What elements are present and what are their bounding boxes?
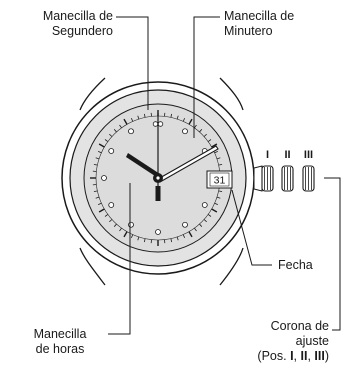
leader-date — [231, 189, 272, 266]
minute-tick — [119, 227, 122, 232]
crown-position-1 — [253, 165, 274, 192]
minute-tick — [98, 208, 105, 213]
second-hand — [155, 113, 161, 201]
minute-tick — [130, 118, 134, 122]
minute-tick — [188, 231, 193, 238]
hour-marker — [101, 175, 107, 181]
minute-tick — [137, 115, 140, 120]
minute-tick — [98, 202, 102, 206]
minute-tick — [199, 129, 203, 133]
minute-tick — [137, 236, 140, 241]
minute-tick — [109, 133, 113, 137]
leader-minute-hand — [193, 16, 220, 138]
label-hour-hand: Manecilla de horas — [33, 327, 87, 356]
minute-tick — [95, 196, 100, 199]
minute-tick — [98, 143, 105, 148]
minute-tick — [170, 238, 173, 243]
minute-tick — [194, 227, 197, 232]
minute-tick — [214, 202, 218, 206]
leader-crown — [324, 177, 341, 331]
minute-tick — [216, 196, 221, 199]
crown-marker-2: II — [284, 149, 290, 161]
minute-tick — [98, 150, 102, 154]
minute-tick — [113, 223, 117, 227]
crown-positions-text: (Pos. I, II, III) — [257, 349, 329, 363]
hour-marker — [108, 202, 115, 208]
hour-hand — [126, 153, 160, 178]
date-value: 31 — [214, 175, 226, 187]
label-crown: Corona de ajuste (Pos. I, II, III) — [257, 319, 329, 363]
leader-lines — [108, 16, 341, 335]
minute-tick — [104, 214, 109, 217]
leader-hour-hand — [108, 183, 131, 335]
minute-tick — [207, 214, 212, 217]
minute-tick — [216, 157, 221, 160]
minute-tick — [199, 223, 203, 227]
minute-tick — [188, 118, 193, 125]
label-minute-hand: Manecilla de Minutero — [224, 9, 295, 38]
minute-tick — [182, 118, 186, 122]
hour-marker — [155, 229, 161, 235]
label-second-hand: Manecilla de Segundero — [42, 9, 113, 38]
minute-tick — [211, 143, 218, 148]
minute-tick — [123, 118, 128, 125]
minute-tick — [176, 236, 179, 241]
crown-position-3 — [302, 165, 315, 192]
minute-tick — [95, 157, 100, 160]
minute-tick — [218, 190, 223, 193]
minute-tick — [211, 208, 218, 213]
watch-case-lugs — [79, 77, 244, 286]
minute-tick — [113, 129, 117, 133]
crown-marker-3: III — [304, 149, 313, 161]
minute-tick — [203, 219, 207, 223]
minute-tick — [214, 150, 218, 154]
minute-tick — [143, 113, 146, 118]
minute-ticks — [90, 110, 226, 246]
minute-tick — [104, 139, 109, 142]
hour-marker — [182, 128, 188, 135]
hour-marker — [201, 202, 208, 208]
hour-marker — [128, 128, 134, 135]
minute-tick — [218, 163, 223, 166]
hour-marker — [108, 148, 115, 154]
minute-tick — [194, 124, 197, 129]
minute-tick — [207, 139, 212, 142]
minute-tick — [176, 115, 179, 120]
hour-marker — [182, 221, 188, 228]
minute-tick — [143, 238, 146, 243]
hour-markers — [101, 121, 208, 235]
minute-tick — [93, 190, 98, 193]
hour-marker — [128, 221, 134, 228]
minute-tick — [123, 231, 128, 238]
minute-tick — [119, 124, 122, 129]
minute-tick — [170, 113, 173, 118]
date-window: 31 — [206, 170, 233, 189]
minute-tick — [109, 219, 113, 223]
label-date: Fecha — [278, 258, 313, 272]
crown-marker-1: I — [266, 149, 269, 161]
minute-tick — [203, 133, 207, 137]
crown-position-2 — [281, 165, 294, 192]
leader-second-hand — [116, 16, 149, 110]
minute-tick — [182, 234, 186, 238]
minute-tick — [130, 234, 134, 238]
minute-tick — [93, 163, 98, 166]
